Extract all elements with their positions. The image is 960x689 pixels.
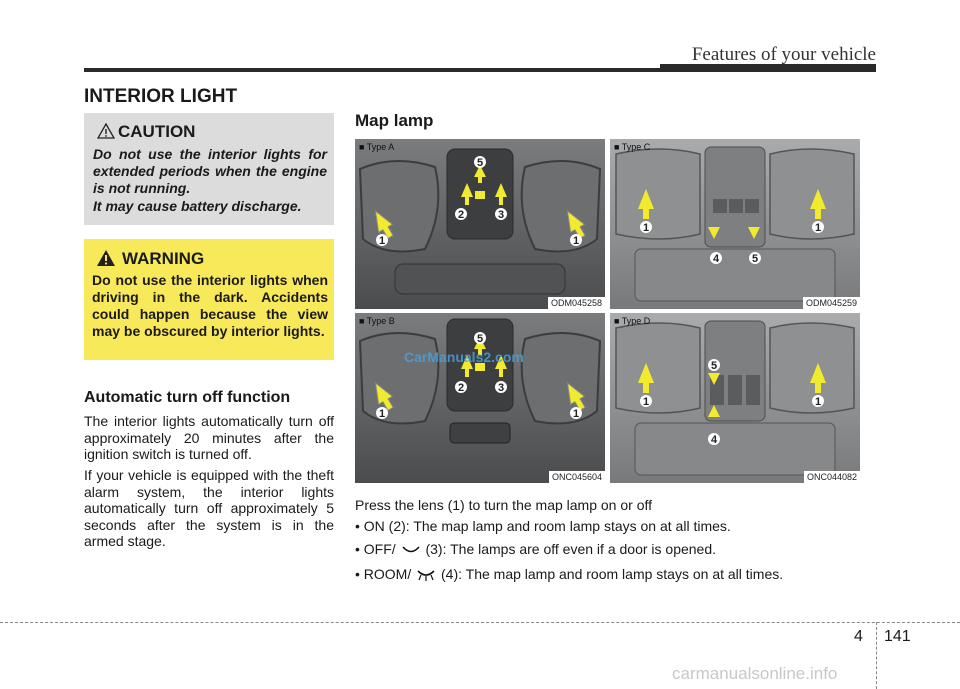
svg-text:1: 1 <box>815 396 821 408</box>
footer-divider <box>876 622 877 689</box>
footer-rule <box>0 622 960 623</box>
svg-text:1: 1 <box>573 408 579 420</box>
svg-text:5: 5 <box>711 360 717 372</box>
warning-box: WARNING Do not use the interior lights w… <box>84 239 334 360</box>
figure-type-a: 1 1 2 3 5 ■ Type A ODM045258 <box>355 139 605 309</box>
svg-text:1: 1 <box>379 235 385 247</box>
caution-text-2: It may cause battery discharge. <box>93 198 302 214</box>
caution-triangle-icon <box>97 123 115 139</box>
bullet-off-prefix: • OFF/ <box>355 541 396 557</box>
figure-type-c: 1 1 4 5 ■ Type C ODM045259 <box>610 139 860 309</box>
figure-type-label: ■ Type A <box>359 142 395 152</box>
svg-text:5: 5 <box>477 157 483 169</box>
watermark-text: CarManuals2.com <box>404 349 524 365</box>
svg-text:2: 2 <box>458 382 464 394</box>
caution-text-1: Do not use the interior lights for exten… <box>93 146 327 196</box>
figure-code: ODM045258 <box>547 297 605 309</box>
svg-text:1: 1 <box>573 235 579 247</box>
header-rule <box>84 68 876 72</box>
svg-text:3: 3 <box>498 382 504 394</box>
chapter-number: 4 <box>854 628 863 645</box>
figure-type-b: 1 1 2 3 5 ■ Type B ONC045604 <box>355 313 605 483</box>
bullet-off-suffix: (3): The lamps are off even if a door is… <box>425 541 717 557</box>
room-lamp-icon <box>417 570 435 582</box>
figure-type-label: ■ Type C <box>614 142 651 152</box>
svg-text:1: 1 <box>643 222 649 234</box>
header-rule-accent <box>660 64 876 72</box>
bullet-room-suffix: (4): The map lamp and room lamp stays on… <box>441 566 784 582</box>
caution-box: CAUTION Do not use the interior lights f… <box>84 113 334 225</box>
svg-text:1: 1 <box>643 396 649 408</box>
lamp-off-icon <box>401 546 420 553</box>
figure-code: ONC044082 <box>803 471 860 483</box>
header-title: Features of your vehicle <box>691 44 876 65</box>
auto-off-paragraph-2: If your vehicle is equipped with the the… <box>84 467 334 549</box>
page-number: 141 <box>884 628 911 645</box>
warning-triangle-icon <box>97 250 115 266</box>
svg-text:3: 3 <box>498 209 504 221</box>
svg-text:2: 2 <box>458 209 464 221</box>
figure-code: ONC045604 <box>548 471 605 483</box>
bullet-room: • ROOM/ (4): The map lamp and room lamp … <box>355 566 783 582</box>
map-lamp-intro: Press the lens (1) to turn the map lamp … <box>355 497 653 513</box>
svg-text:5: 5 <box>752 253 758 265</box>
svg-text:1: 1 <box>815 222 821 234</box>
warning-title: WARNING <box>122 249 205 268</box>
svg-text:5: 5 <box>477 333 483 345</box>
figure-type-label: ■ Type B <box>359 316 395 326</box>
auto-off-paragraph-1: The interior lights automatically turn o… <box>84 413 334 462</box>
figure-code: ODM045259 <box>802 297 860 309</box>
svg-text:4: 4 <box>713 253 720 265</box>
warning-text: Do not use the interior lights when driv… <box>92 272 328 339</box>
svg-text:4: 4 <box>711 434 718 446</box>
auto-off-heading: Automatic turn off function <box>84 389 291 406</box>
bottom-watermark: carmanualsonline.info <box>672 664 838 683</box>
figure-type-d: 1 1 4 5 ■ Type D ONC044082 <box>610 313 860 483</box>
section-title: INTERIOR LIGHT <box>84 86 238 107</box>
caution-title: CAUTION <box>118 122 196 141</box>
figure-type-label: ■ Type D <box>614 316 651 326</box>
bullet-room-prefix: • ROOM/ <box>355 566 412 582</box>
svg-text:1: 1 <box>379 408 385 420</box>
bullet-off: • OFF/ (3): The lamps are off even if a … <box>355 541 716 557</box>
map-lamp-heading: Map lamp <box>355 111 434 130</box>
bullet-on: • ON (2): The map lamp and room lamp sta… <box>355 518 731 534</box>
